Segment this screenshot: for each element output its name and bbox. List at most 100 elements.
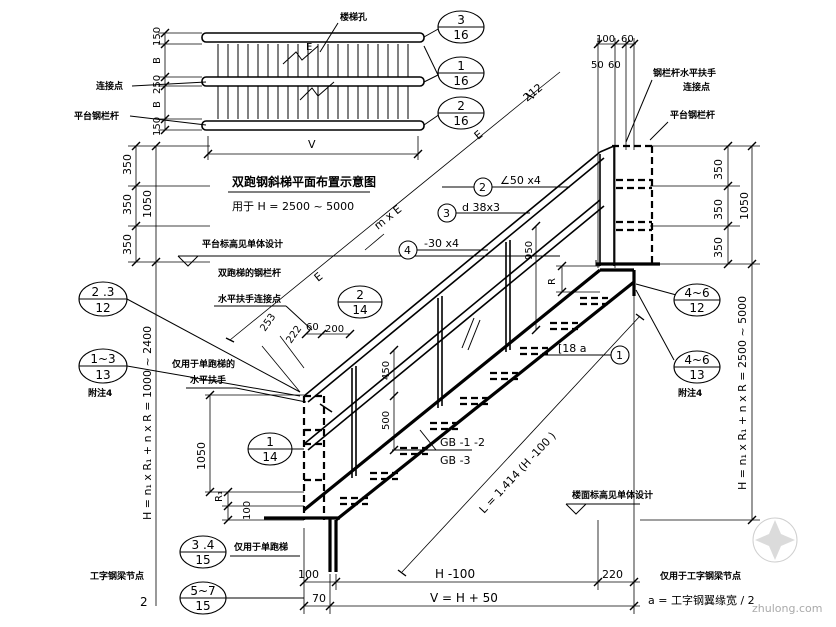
note-platform-railing-left: 平台钢栏杆 bbox=[74, 110, 119, 122]
member-gb-1-2: GB -1 -2 bbox=[440, 436, 485, 449]
dim-top-60b: 60 bbox=[608, 60, 621, 71]
ref-57-15-top: 5~7 bbox=[190, 584, 215, 598]
left-dim-r1: R₁ bbox=[214, 491, 225, 502]
left-dim-350b: 350 bbox=[121, 194, 134, 215]
note-platform-elev: 平台标高见单体设计 bbox=[202, 238, 283, 250]
ref-bubble-1-16: 1 16 bbox=[437, 56, 485, 90]
ref-46-13-top: 4~6 bbox=[684, 353, 709, 367]
dim-222: 222 bbox=[284, 324, 304, 346]
ref-57-15-bottom: 15 bbox=[195, 599, 210, 613]
callout-2-label: 2 bbox=[479, 181, 486, 194]
dim-r: R bbox=[547, 278, 558, 285]
ref-3-16-bottom: 16 bbox=[453, 28, 468, 42]
drawing-subtitle: 用于 H = 2500 ~ 5000 bbox=[232, 200, 354, 213]
note-4-left: 附注4 bbox=[88, 387, 112, 399]
dim-950: 950 bbox=[524, 241, 535, 260]
right-dim-350c: 350 bbox=[712, 237, 725, 258]
top-handrail bbox=[303, 151, 601, 397]
plan-treads bbox=[217, 44, 409, 119]
ref-bubble-57-15: 5~7 15 bbox=[179, 581, 227, 615]
ref-bubble-46-13: 4~6 13 bbox=[673, 350, 721, 384]
note-single-only-1: 仅用于单跑梯的 bbox=[171, 358, 235, 370]
ref-bubble-2-16: 2 16 bbox=[437, 96, 485, 130]
plan-bottom-railing bbox=[201, 120, 425, 131]
plan-dim-v: V bbox=[308, 138, 316, 151]
ref-2-14-top: 2 bbox=[356, 288, 364, 302]
right-dim-1050: 1050 bbox=[738, 192, 751, 220]
right-dimensions: 350 350 350 1050 H = n₁ x R₁ + n x R = 2… bbox=[640, 141, 760, 525]
dim-bottom-h-100: H -100 bbox=[435, 567, 475, 581]
upper-stringer bbox=[302, 268, 602, 512]
right-dim-h-formula: H = n₁ x R₁ + n x R = 2500 ~ 5000 bbox=[736, 296, 749, 490]
plan-middle-railing bbox=[201, 76, 425, 87]
ref-bubble-1-14: 1 14 bbox=[247, 432, 293, 466]
watermark-logo bbox=[752, 517, 798, 563]
dim-60: 60 bbox=[306, 322, 319, 333]
plan-dim-150a: 150 bbox=[152, 27, 163, 46]
note-double-railing-2: 水平扶手连接点 bbox=[218, 293, 281, 305]
ref-3-16-top: 3 bbox=[457, 13, 465, 27]
callout-1-label: 1 bbox=[616, 349, 623, 362]
note-connect-point: 连接点 bbox=[96, 80, 123, 92]
ref-13-13-top: 1~3 bbox=[90, 352, 115, 366]
note-stair-hole: 楼梯孔 bbox=[340, 11, 367, 23]
dim-top-60a: 60 bbox=[621, 34, 634, 45]
callout-4-label: 4 bbox=[404, 244, 411, 257]
note-handrail-connect-1: 钢栏杆水平扶手 bbox=[653, 67, 716, 79]
dim-bottom-220: 220 bbox=[602, 568, 623, 581]
dim-l-formula: L = 1.414 (H -100 ) bbox=[477, 430, 559, 516]
ref-bubble-46-12: 4~6 12 bbox=[673, 283, 721, 317]
member-channel-18a: [18 a bbox=[558, 342, 587, 355]
ref-bubble-3-16: 3 16 bbox=[437, 10, 485, 44]
ref-bubble-34-15: 3 .4 15 bbox=[179, 535, 227, 569]
ref-1-16-bottom: 16 bbox=[453, 74, 468, 88]
ref-23-12-bottom: 12 bbox=[95, 301, 110, 315]
note-a-def: a = 工字钢翼缘宽 / 2 bbox=[648, 593, 755, 607]
note-handrail-connect-2: 连接点 bbox=[683, 81, 710, 93]
plan-dim-150b: 150 bbox=[152, 117, 163, 136]
dim-500: 500 bbox=[381, 411, 392, 430]
ref-1-16-top: 1 bbox=[457, 59, 465, 73]
right-dim-350b: 350 bbox=[712, 199, 725, 220]
ref-46-12-bottom: 12 bbox=[689, 301, 704, 315]
dim-200: 200 bbox=[325, 324, 344, 335]
dim-bottom-v: V = H + 50 bbox=[430, 591, 498, 605]
note-floor-elev: 楼面标高见单体设计 bbox=[572, 489, 653, 501]
plan-view: E 楼梯孔 V 150 B 250 B 150 连接点 平台钢栏杆 bbox=[74, 11, 441, 160]
ref-1-14-bottom: 14 bbox=[262, 450, 277, 464]
plan-top-railing bbox=[201, 32, 425, 43]
left-dim-1050: 1050 bbox=[141, 190, 154, 218]
note-double-railing-1: 双跑梯的钢栏杆 bbox=[218, 267, 281, 279]
left-dim-1050b: 1050 bbox=[195, 442, 208, 470]
member-pipe-38x3: d 38x3 bbox=[462, 201, 500, 214]
ref-46-12-top: 4~6 bbox=[684, 286, 709, 300]
right-notes: 附注4 仅用于工字钢梁节点 a = 工字钢翼缘宽 / 2 bbox=[635, 283, 755, 607]
left-dim-100: 100 bbox=[242, 501, 253, 520]
note-i-beam-left: 工字钢梁节点 bbox=[90, 570, 144, 582]
stair-elevation: 楼面标高见单体设计 平台标高见单体设计 bbox=[177, 144, 660, 572]
left-dimensions: 350 350 350 1050 H = n₁ x R₁ + n x R = 1… bbox=[121, 141, 304, 606]
plan-dim-b2: B bbox=[152, 101, 163, 108]
middle-handrail bbox=[303, 199, 601, 445]
ref-34-15-top: 3 .4 bbox=[192, 538, 215, 552]
ref-13-13-bottom: 13 bbox=[95, 368, 110, 382]
ref-bubble-2-14: 2 14 bbox=[337, 285, 383, 319]
callout-3-label: 3 bbox=[443, 207, 450, 220]
ref-2-16-top: 2 bbox=[457, 99, 465, 113]
dim-e-lower: E bbox=[312, 270, 326, 285]
ref-2-16-bottom: 16 bbox=[453, 114, 468, 128]
lower-stringer bbox=[335, 280, 635, 522]
watermark-text: zhulong.com bbox=[752, 602, 822, 615]
member-gb-3: GB -3 bbox=[440, 454, 471, 467]
left-dim-350c: 350 bbox=[121, 234, 134, 255]
stair-treads bbox=[340, 296, 608, 506]
dim-bottom-2: 2 bbox=[140, 595, 148, 609]
plan-e-label: E bbox=[306, 42, 312, 53]
dim-bottom-70: 70 bbox=[312, 592, 326, 605]
note-single-only-3: 仅用于单跑梯 bbox=[233, 541, 288, 553]
left-dim-350a: 350 bbox=[121, 154, 134, 175]
ref-34-15-bottom: 15 bbox=[195, 553, 210, 567]
ref-bubble-13-13: 1~3 13 bbox=[78, 348, 128, 384]
dim-e-upper: E bbox=[472, 128, 486, 143]
dim-top-100: 100 bbox=[596, 34, 615, 45]
